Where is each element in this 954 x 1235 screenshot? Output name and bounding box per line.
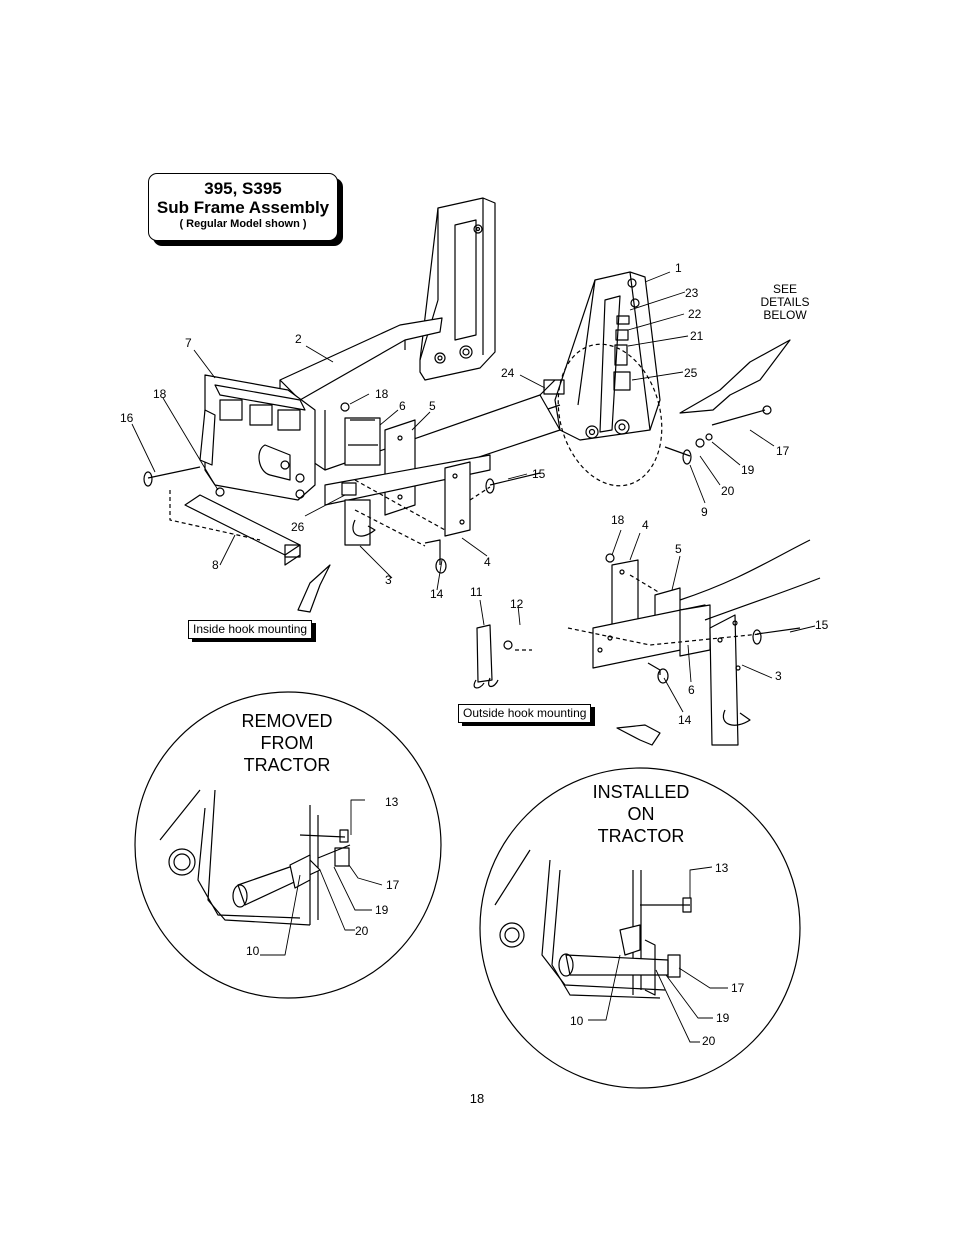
removed-line2: FROM <box>260 733 314 753</box>
inside-hook-caption: Inside hook mounting <box>188 620 313 639</box>
callout-26: 26 <box>291 520 305 534</box>
outside-mounting-arrow <box>616 724 661 746</box>
see-details-line2: DETAILS <box>760 295 810 309</box>
installed-line1: INSTALLED <box>592 782 690 802</box>
see-details-arrow <box>679 339 791 414</box>
callout-14a: 14 <box>430 587 444 601</box>
callout-24: 24 <box>501 366 515 380</box>
detail-removed <box>134 691 442 999</box>
callout-19: 19 <box>741 463 755 477</box>
installed-line2: ON <box>627 804 655 824</box>
callout-17: 17 <box>776 444 790 458</box>
title-box: 395, S395 Sub Frame Assembly ( Regular M… <box>148 173 338 241</box>
detail2-callout-19: 19 <box>716 1011 730 1025</box>
callout-15a: 15 <box>532 467 546 481</box>
detail2-callout-10: 10 <box>570 1014 584 1028</box>
square-tube <box>184 494 301 566</box>
callout-14b: 14 <box>678 713 692 727</box>
callout-18b: 18 <box>375 387 389 401</box>
callout-18c: 18 <box>611 513 625 527</box>
detail1-callout-17: 17 <box>386 878 400 892</box>
detail2-callout-13: 13 <box>715 861 729 875</box>
removed-line3: TRACTOR <box>243 755 331 775</box>
callout-4b: 4 <box>642 518 649 532</box>
callout-7: 7 <box>185 336 192 350</box>
callout-22: 22 <box>688 307 702 321</box>
callout-16: 16 <box>120 411 134 425</box>
detail1-callout-19: 19 <box>375 903 389 917</box>
detail2-callout-17: 17 <box>731 981 745 995</box>
removed-line1: REMOVED <box>241 711 333 731</box>
callout-3a: 3 <box>385 573 392 587</box>
see-details-label: SEE DETAILS BELOW <box>745 283 825 322</box>
detail1-callout-10: 10 <box>246 944 260 958</box>
callout-numbers: 1 23 22 21 25 24 2 7 18 16 18 6 5 15 26 … <box>120 261 829 1048</box>
bolts <box>143 402 801 684</box>
model-note: ( Regular Model shown ) <box>179 218 307 230</box>
callout-18a: 18 <box>153 387 167 401</box>
callout-23: 23 <box>685 286 699 300</box>
callout-20: 20 <box>721 484 735 498</box>
model-title: 395, S395 <box>204 179 282 198</box>
removed-label: REMOVED FROM TRACTOR <box>202 710 372 776</box>
installed-line3: TRACTOR <box>597 826 685 846</box>
see-details-line3: BELOW <box>763 308 807 322</box>
installed-label: INSTALLED ON TRACTOR <box>556 781 726 847</box>
see-details-line1: SEE <box>772 282 797 296</box>
callout-9: 9 <box>701 505 708 519</box>
callout-5b: 5 <box>675 542 682 556</box>
left-tower <box>419 197 496 381</box>
callout-3b: 3 <box>775 669 782 683</box>
detail-installed <box>479 767 801 1089</box>
callout-5a: 5 <box>429 399 436 413</box>
callout-25: 25 <box>684 366 698 380</box>
inside-mounting-arrow <box>297 564 331 613</box>
front-frame <box>199 374 316 501</box>
callout-21: 21 <box>690 329 704 343</box>
rear-tower <box>539 271 661 441</box>
callout-6b: 6 <box>688 683 695 697</box>
callout-6a: 6 <box>399 399 406 413</box>
page-number: 18 <box>469 1091 485 1106</box>
detail1-callout-13: 13 <box>385 795 399 809</box>
callout-2: 2 <box>295 332 302 346</box>
outside-hook-assembly <box>592 539 821 746</box>
callout-4a: 4 <box>484 555 491 569</box>
callout-1: 1 <box>675 261 682 275</box>
callout-15b: 15 <box>815 618 829 632</box>
assembly-title: Sub Frame Assembly <box>156 198 330 217</box>
outside-hook-caption: Outside hook mounting <box>458 704 592 723</box>
callout-11: 11 <box>470 585 483 599</box>
hook-part <box>473 624 499 689</box>
callout-12: 12 <box>510 597 524 611</box>
detail2-callout-20: 20 <box>702 1034 716 1048</box>
assembly-lines <box>169 343 761 651</box>
callout-8: 8 <box>212 558 219 572</box>
leader-lines <box>131 271 816 1043</box>
inside-hook-assembly <box>324 417 491 546</box>
detail1-callout-20: 20 <box>355 924 369 938</box>
